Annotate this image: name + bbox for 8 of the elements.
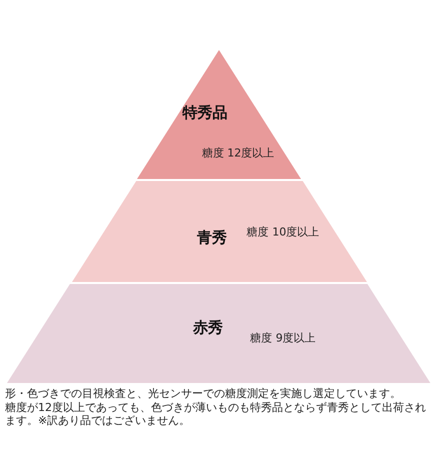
sugar-content-text: 糖度 9度以上 <box>250 330 316 346</box>
note-text: 形・色づきでの目視検査と、光センサーでの糖度測定を実施し選定しています。 <box>5 387 402 400</box>
sugar-content-text: 糖度 12度以上 <box>202 146 274 160</box>
tier-title: 赤秀 <box>192 318 223 338</box>
sugar-content-text: 糖度 10度以上 <box>246 224 320 240</box>
tier-title: 特秀品 <box>182 104 228 122</box>
tier-title: 青秀 <box>196 228 227 248</box>
note-text: 糖度が12度以上であっても、色づきが薄いものも特秀品とならず青秀として出荷されます。※訳あり品ではございません。 <box>5 400 427 428</box>
